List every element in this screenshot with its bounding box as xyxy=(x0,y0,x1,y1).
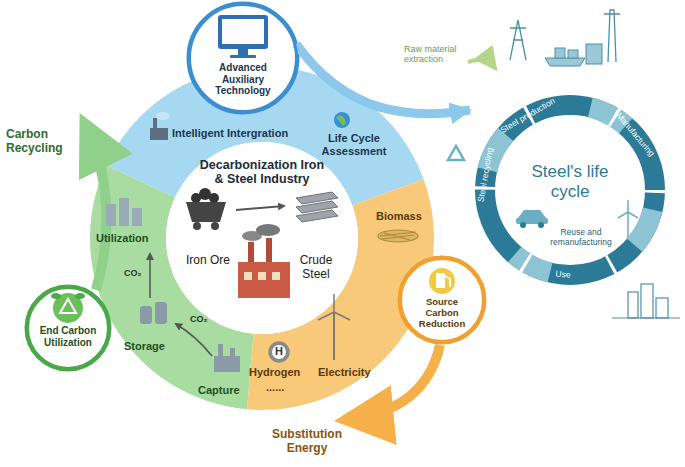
steel-bars-icon xyxy=(296,192,338,222)
stage-label: Use xyxy=(555,269,571,280)
source-circle: Source Carbon Reduction xyxy=(399,257,485,343)
capture-icon xyxy=(214,344,240,372)
cycle-title: Steel's life cycle xyxy=(510,162,630,201)
circle-title: Advanced Auxiliary Technology xyxy=(203,62,283,97)
node-outline xyxy=(188,3,298,113)
small-turbine-icon xyxy=(618,200,638,238)
circle-border xyxy=(28,288,109,369)
tech-label: Life Cycle Assessment xyxy=(318,132,390,157)
car-icon xyxy=(516,210,548,228)
flow-label: Substitution Energy xyxy=(262,428,352,456)
pylon-icon xyxy=(510,20,526,60)
circle-title: Source Carbon Reduction xyxy=(412,297,472,330)
substitution-arrow xyxy=(344,345,440,420)
recycling-arrow xyxy=(84,122,107,290)
center-disc xyxy=(166,142,358,334)
end-label: Capture xyxy=(198,384,240,397)
gas-label: CO₂ xyxy=(124,268,142,278)
end-circle xyxy=(26,286,110,370)
utilization-icon xyxy=(106,198,142,226)
source-label: Electricity xyxy=(318,366,371,379)
flow-arrow xyxy=(296,44,470,114)
hydrogen-circle: H xyxy=(269,342,289,362)
end-label: Utilization xyxy=(96,232,149,245)
source-label: Biomass xyxy=(376,210,422,223)
life-cycle-circle: Steel's life cycle xyxy=(470,90,670,290)
input-label: Iron Ore xyxy=(186,254,230,268)
storage-icon xyxy=(140,302,167,324)
end-label: Storage xyxy=(124,340,165,353)
circle-border xyxy=(190,5,297,112)
ore-cart-icon xyxy=(186,188,226,230)
co2-arrow xyxy=(149,254,151,298)
turbine-icon xyxy=(318,294,350,360)
extraction-arrow xyxy=(468,60,495,68)
element-symbol: H xyxy=(269,345,289,358)
ellipsis-label: ...... xyxy=(266,381,284,394)
tech-label: Intelligent Intergration xyxy=(172,127,288,140)
circle-title: End Carbon Utilization xyxy=(38,325,98,348)
recycle-icon xyxy=(51,293,85,323)
hydrogen-circle xyxy=(269,342,289,362)
steel-plant-icon xyxy=(238,224,290,298)
end-circle: End Carbon Utilization xyxy=(26,286,110,370)
fuel-icon xyxy=(429,268,455,294)
tech-circle: Advanced Auxiliary Technology xyxy=(188,3,298,113)
output-label: Crude Steel xyxy=(290,254,342,282)
factory-icon xyxy=(150,112,170,140)
ship-factory-icon xyxy=(545,44,602,66)
source-circle xyxy=(399,257,485,343)
lca-icon xyxy=(334,112,350,128)
monitor-icon xyxy=(218,15,268,58)
process-arrow xyxy=(236,206,284,210)
stage-label: Reuse and remanufacturing xyxy=(548,228,614,248)
stage-label: Raw material extraction xyxy=(404,44,468,65)
city-icon xyxy=(612,284,680,318)
tower-icon xyxy=(604,10,620,62)
center-title: Decarbonization Iron & Steel Industry xyxy=(197,158,327,187)
center-circle: Decarbonization Iron & Steel IndustryIro… xyxy=(166,142,358,334)
recycle-symbol xyxy=(448,146,464,160)
source-label: Hydrogen xyxy=(249,366,300,379)
circle-border xyxy=(401,259,484,342)
gas-label: CO₂ xyxy=(190,314,208,324)
co2-arrow xyxy=(176,324,212,356)
flow-label: Carbon Recycling xyxy=(6,128,74,156)
biomass-icon xyxy=(378,230,418,242)
tech-circle xyxy=(188,3,298,113)
